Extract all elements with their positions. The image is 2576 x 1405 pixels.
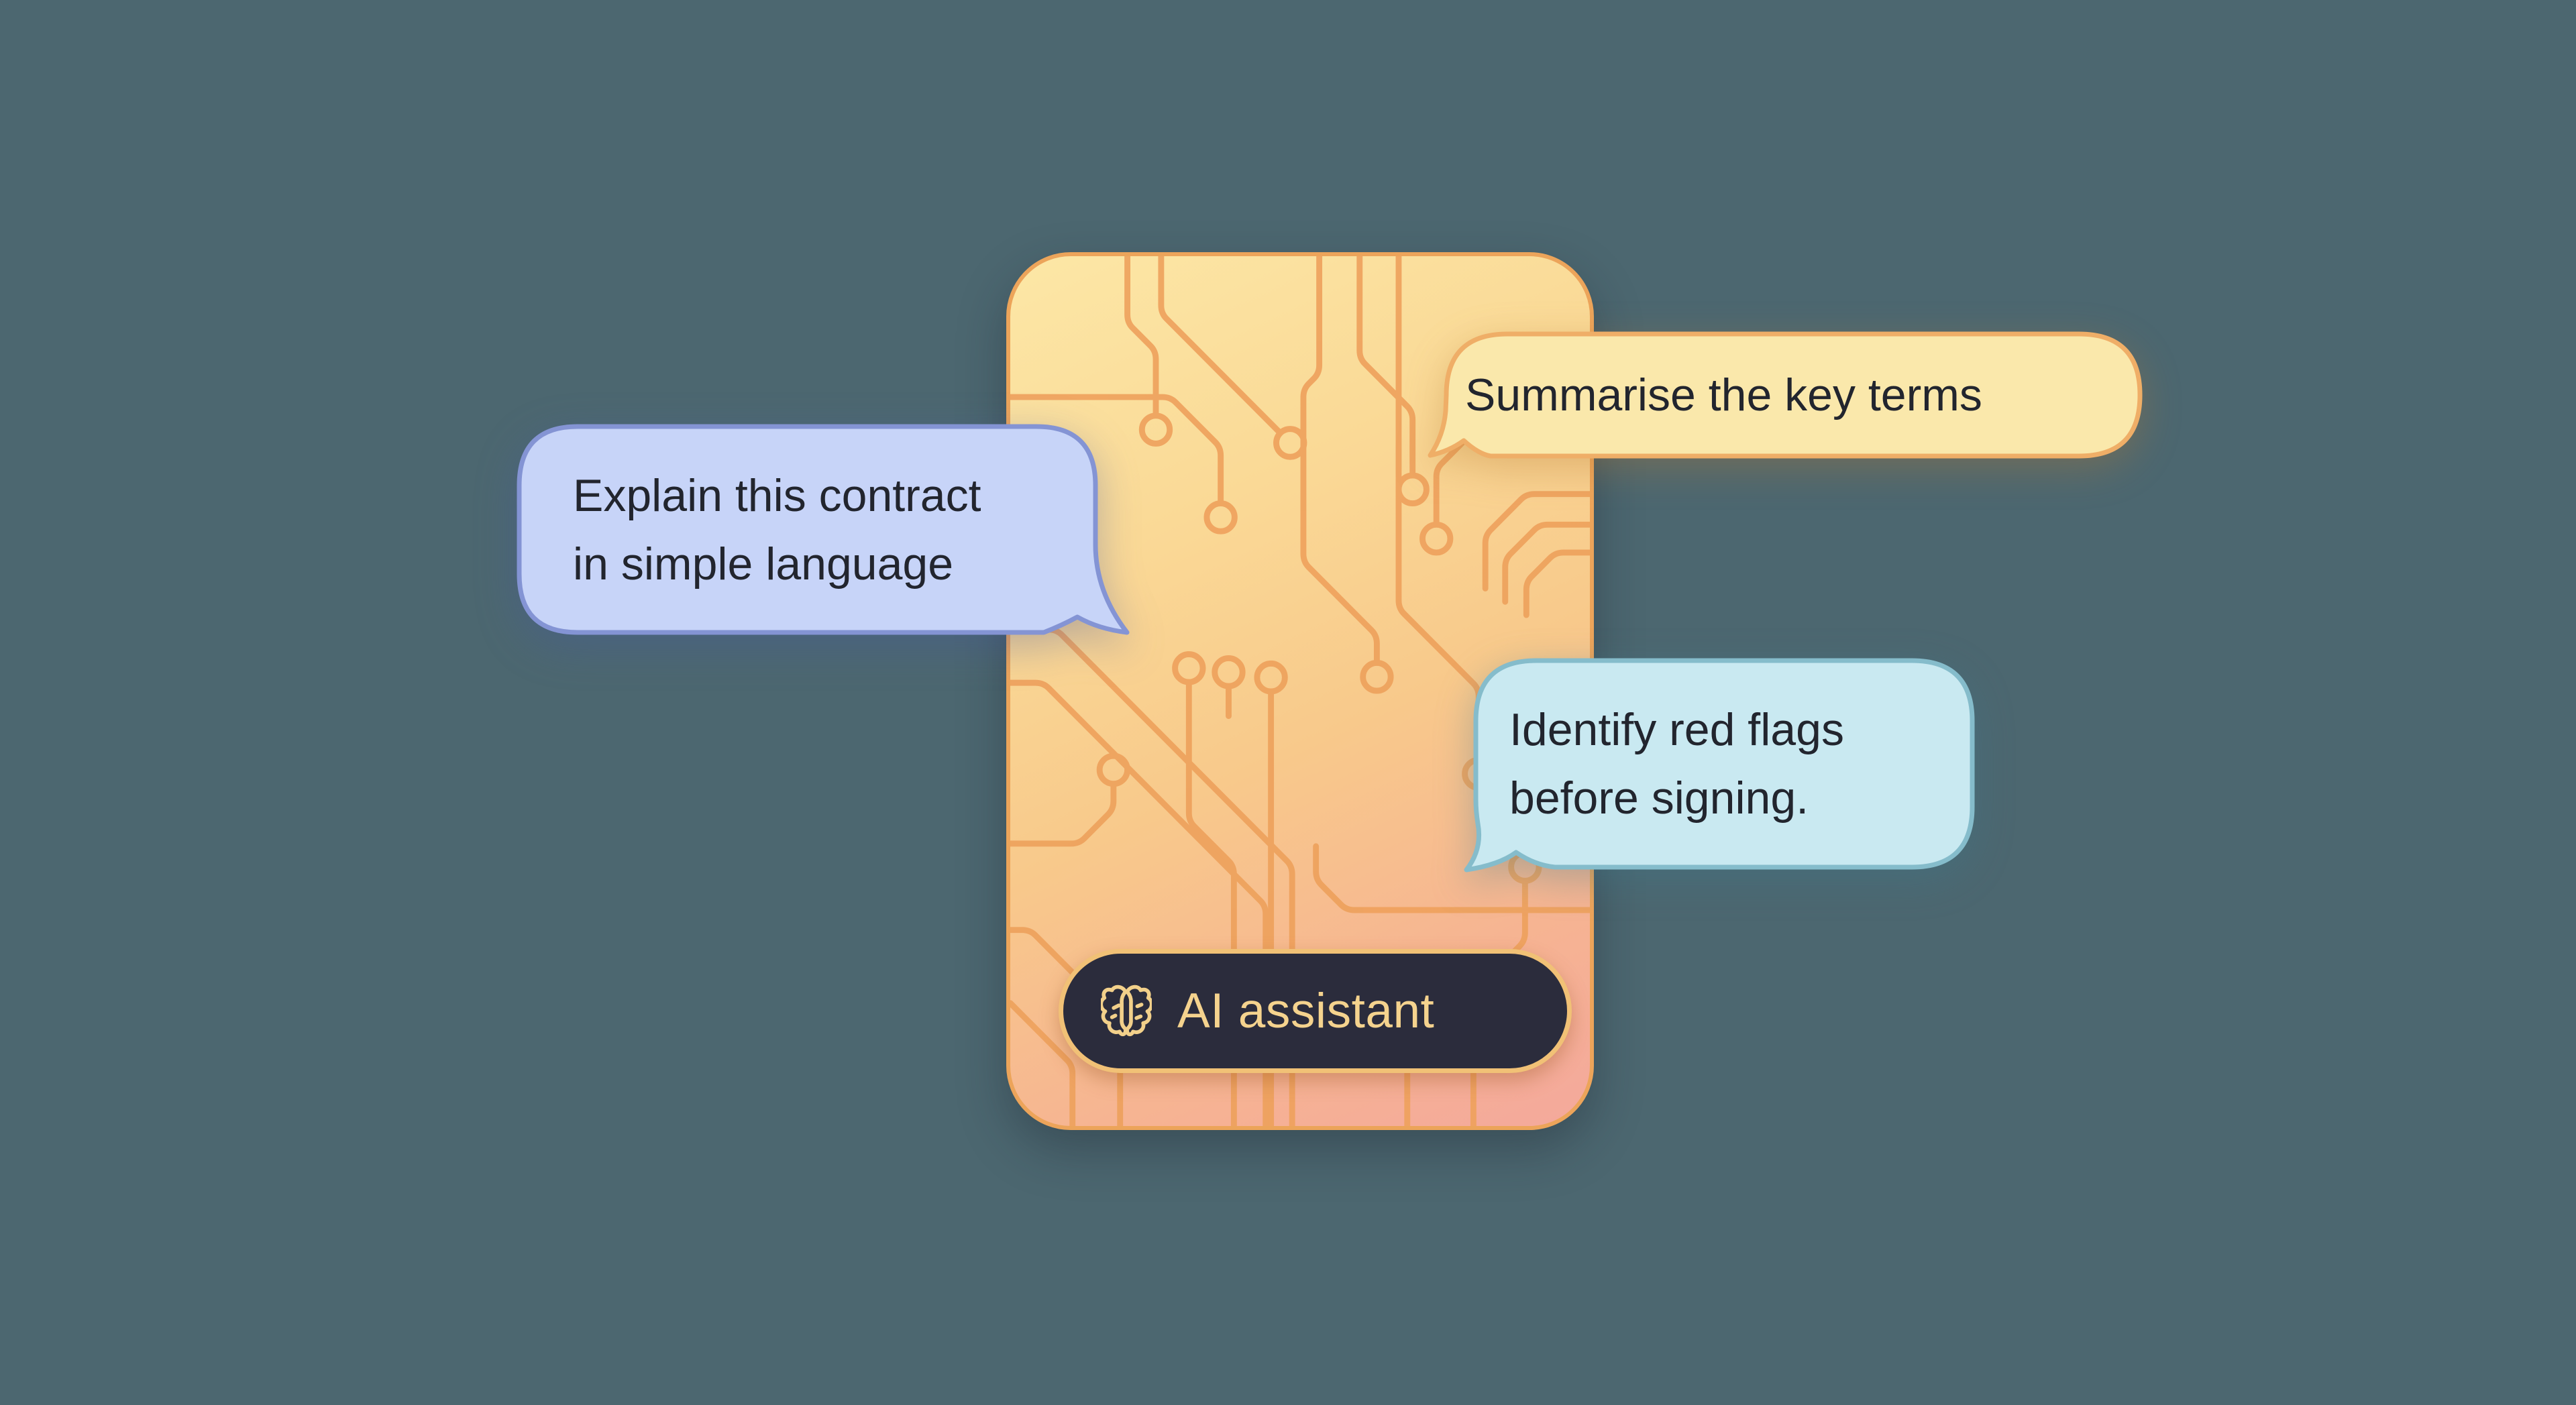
chat-bubble-explain-contract: Explain this contract in simple language	[517, 424, 1140, 685]
brain-icon	[1101, 985, 1152, 1036]
chat-bubble-red-flags: Identify red flags before signing.	[1457, 658, 1987, 913]
ai-assistant-label: AI assistant	[1177, 984, 1435, 1038]
bubble-text: Explain this contract in simple language	[573, 427, 1089, 633]
bubble-text-line: Identify red flags	[1509, 704, 1844, 755]
bubble-text-line: Summarise the key terms	[1465, 370, 1982, 420]
bubble-shape	[1464, 658, 1975, 873]
bubble-text: Identify red flags before signing.	[1509, 661, 1972, 867]
bubble-text-line: Explain this contract	[573, 470, 981, 521]
bubble-text-line: in simple language	[573, 539, 954, 589]
bubble-shape	[517, 424, 1130, 635]
circuit-pattern-graphic	[1010, 256, 1590, 1126]
ai-assistant-button[interactable]: AI assistant	[1059, 949, 1572, 1073]
bubble-text-line: before signing.	[1509, 773, 1809, 824]
chat-bubble-summarise-terms: Summarise the key terms	[1421, 331, 2152, 493]
bubble-shape	[1428, 331, 2143, 459]
bubble-text: Summarise the key terms	[1465, 334, 2136, 456]
